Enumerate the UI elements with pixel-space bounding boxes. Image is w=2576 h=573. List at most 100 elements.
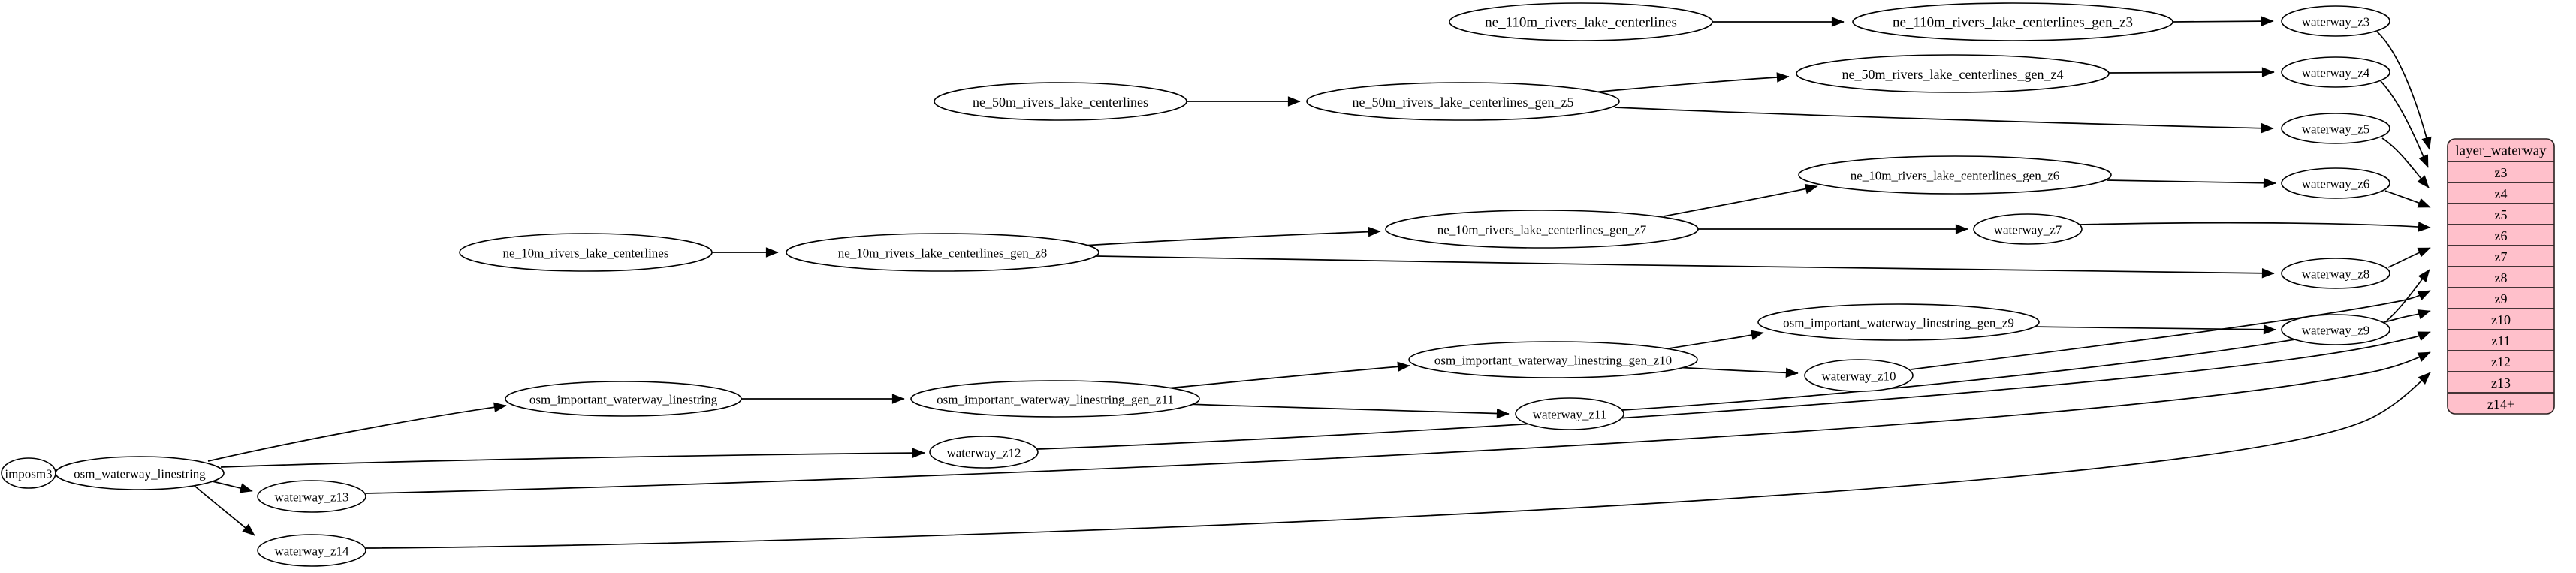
node-label: waterway_z6 bbox=[2302, 177, 2370, 192]
graph-node-ne_10m_rivers_lake_centerlines_gen_z7[interactable]: ne_10m_rivers_lake_centerlines_gen_z7 bbox=[1385, 210, 1699, 249]
row-label: z13 bbox=[2491, 375, 2511, 391]
edge-line bbox=[365, 351, 2431, 494]
edges-group bbox=[50, 16, 2432, 549]
edge-line bbox=[1186, 403, 1510, 415]
graph-edge bbox=[1614, 107, 2274, 134]
graph-edge bbox=[1621, 309, 2431, 411]
graph-node-ne_10m_rivers_lake_centerlines[interactable]: ne_10m_rivers_lake_centerlines bbox=[459, 233, 713, 272]
edge-line bbox=[2172, 20, 2274, 23]
node-label: ne_50m_rivers_lake_centerlines_gen_z5 bbox=[1353, 95, 1574, 110]
node-label: osm_important_waterway_linestring bbox=[529, 393, 718, 407]
layer-table-row-z12[interactable]: z12 bbox=[2448, 350, 2554, 369]
node-label: ne_110m_rivers_lake_centerlines_gen_z3 bbox=[1893, 15, 2133, 31]
node-ellipse bbox=[2281, 113, 2390, 144]
node-ellipse bbox=[1757, 303, 2040, 341]
node-ellipse bbox=[257, 480, 366, 513]
graph-edge bbox=[1663, 183, 1818, 217]
layer-table-body bbox=[2447, 138, 2555, 415]
layer-table-row-z6[interactable]: z6 bbox=[2448, 224, 2554, 243]
node-ellipse bbox=[1798, 155, 2112, 195]
edge-line bbox=[1082, 231, 1381, 246]
node-label: waterway_z3 bbox=[2302, 15, 2370, 29]
graph-node-waterway_z14[interactable]: waterway_z14 bbox=[257, 534, 366, 567]
graph-node-osm_important_waterway_linestring_gen_z11[interactable]: osm_important_waterway_linestring_gen_z1… bbox=[910, 380, 1200, 418]
edge-arrowhead bbox=[2418, 269, 2430, 282]
layer-waterway-table: layer_waterwayz3z4z5z6z7z8z9z10z11z12z13… bbox=[2447, 138, 2555, 415]
node-label: osm_important_waterway_linestring_gen_z1… bbox=[937, 393, 1174, 407]
graph-node-waterway_z10[interactable]: waterway_z10 bbox=[1804, 359, 1914, 392]
graph-node-waterway_z3[interactable]: waterway_z3 bbox=[2281, 5, 2390, 37]
layer-table-row-z7[interactable]: z7 bbox=[2448, 245, 2554, 264]
graph-node-waterway_z11[interactable]: waterway_z11 bbox=[1515, 397, 1624, 430]
graph-edge bbox=[1096, 255, 2275, 279]
edge-arrowhead bbox=[1785, 367, 1799, 378]
graph-edge bbox=[1036, 331, 2431, 450]
graph-node-waterway_z12[interactable]: waterway_z12 bbox=[929, 436, 1039, 469]
graph-node-osm_waterway_linestring[interactable]: osm_waterway_linestring bbox=[55, 456, 225, 490]
row-label: z10 bbox=[2491, 312, 2511, 327]
graph-node-waterway_z7[interactable]: waterway_z7 bbox=[1973, 213, 2083, 245]
edge-line bbox=[2031, 326, 2276, 330]
node-label: ne_10m_rivers_lake_centerlines_gen_z7 bbox=[1437, 223, 1647, 237]
node-label: imposm3 bbox=[5, 467, 52, 481]
row-label: z7 bbox=[2495, 249, 2508, 264]
graph-edge bbox=[2384, 190, 2431, 208]
node-label: ne_10m_rivers_lake_centerlines_gen_z8 bbox=[838, 246, 1048, 261]
graph-node-waterway_z5[interactable]: waterway_z5 bbox=[2281, 113, 2390, 144]
edge-line bbox=[1096, 255, 2275, 274]
edge-line bbox=[2108, 71, 2275, 74]
edge-line bbox=[2106, 179, 2276, 184]
layer-table-row-z14plus[interactable]: z14+ bbox=[2448, 392, 2554, 412]
graph-edge bbox=[2031, 324, 2276, 335]
graph-node-osm_important_waterway_linestring_gen_z10[interactable]: osm_important_waterway_linestring_gen_z1… bbox=[1408, 341, 1698, 378]
graph-node-waterway_z6[interactable]: waterway_z6 bbox=[2281, 167, 2390, 199]
row-label: z6 bbox=[2495, 228, 2508, 243]
row-label: z4 bbox=[2495, 186, 2508, 201]
graph-node-waterway_z9[interactable]: waterway_z9 bbox=[2281, 314, 2390, 345]
edge-arrowhead bbox=[2417, 290, 2431, 301]
layer-table-row-z9[interactable]: z9 bbox=[2448, 287, 2554, 306]
node-ellipse bbox=[2281, 5, 2390, 37]
edge-arrowhead bbox=[1804, 183, 1818, 195]
layer-table-row-z8[interactable]: z8 bbox=[2448, 266, 2554, 285]
edge-arrowhead bbox=[2261, 16, 2274, 26]
node-ellipse bbox=[1804, 359, 1914, 392]
graph-node-osm_important_waterway_linestring_gen_z9[interactable]: osm_important_waterway_linestring_gen_z9 bbox=[1757, 303, 2040, 341]
graph-node-waterway_z8[interactable]: waterway_z8 bbox=[2281, 258, 2390, 289]
graph-node-ne_110m_rivers_lake_centerlines[interactable]: ne_110m_rivers_lake_centerlines bbox=[1449, 2, 1713, 41]
graph-node-imposm3[interactable]: imposm3 bbox=[1, 457, 56, 489]
edge-arrowhead bbox=[239, 483, 253, 493]
graph-node-waterway_z4[interactable]: waterway_z4 bbox=[2281, 56, 2390, 88]
layer-table-row-z11[interactable]: z11 bbox=[2448, 329, 2554, 348]
layer-table-row-z4[interactable]: z4 bbox=[2448, 182, 2554, 201]
graph-node-ne_110m_rivers_lake_centerlines_gen_z3[interactable]: ne_110m_rivers_lake_centerlines_gen_z3 bbox=[1852, 2, 2173, 41]
node-label: waterway_z8 bbox=[2302, 267, 2370, 282]
layer-table-row-z10[interactable]: z10 bbox=[2448, 308, 2554, 327]
layer-table-row-z5[interactable]: z5 bbox=[2448, 203, 2554, 222]
row-label: z11 bbox=[2491, 333, 2510, 348]
graph-node-ne_10m_rivers_lake_centerlines_gen_z6[interactable]: ne_10m_rivers_lake_centerlines_gen_z6 bbox=[1798, 155, 2112, 195]
edge-arrowhead bbox=[242, 523, 255, 536]
graph-node-ne_50m_rivers_lake_centerlines_gen_z4[interactable]: ne_50m_rivers_lake_centerlines_gen_z4 bbox=[1796, 54, 2110, 93]
edge-arrowhead bbox=[912, 448, 925, 458]
layer-table-row-z3[interactable]: z3 bbox=[2495, 165, 2508, 180]
graph-node-ne_50m_rivers_lake_centerlines[interactable]: ne_50m_rivers_lake_centerlines bbox=[934, 82, 1187, 121]
graph-node-ne_10m_rivers_lake_centerlines_gen_z8[interactable]: ne_10m_rivers_lake_centerlines_gen_z8 bbox=[786, 233, 1099, 272]
edge-arrowhead bbox=[765, 247, 779, 258]
row-label: z9 bbox=[2495, 291, 2508, 306]
edge-arrowhead bbox=[493, 402, 507, 412]
edge-arrowhead bbox=[1776, 72, 1790, 83]
graph-edge bbox=[2387, 247, 2431, 268]
node-ellipse bbox=[2281, 258, 2390, 289]
graph-node-waterway_z13[interactable]: waterway_z13 bbox=[257, 480, 366, 513]
node-ellipse bbox=[910, 380, 1200, 418]
row-label: z3 bbox=[2495, 165, 2508, 180]
edge-arrowhead bbox=[2421, 136, 2432, 150]
graph-edge bbox=[207, 402, 507, 462]
node-label: ne_10m_rivers_lake_centerlines bbox=[503, 246, 669, 261]
graph-node-ne_50m_rivers_lake_centerlines_gen_z5[interactable]: ne_50m_rivers_lake_centerlines_gen_z5 bbox=[1306, 82, 1620, 121]
graph-node-osm_important_waterway_linestring[interactable]: osm_important_waterway_linestring bbox=[505, 381, 742, 417]
edge-arrowhead bbox=[2263, 324, 2276, 335]
layer-table-row-z13[interactable]: z13 bbox=[2448, 371, 2554, 391]
node-label: waterway_z5 bbox=[2302, 122, 2370, 137]
